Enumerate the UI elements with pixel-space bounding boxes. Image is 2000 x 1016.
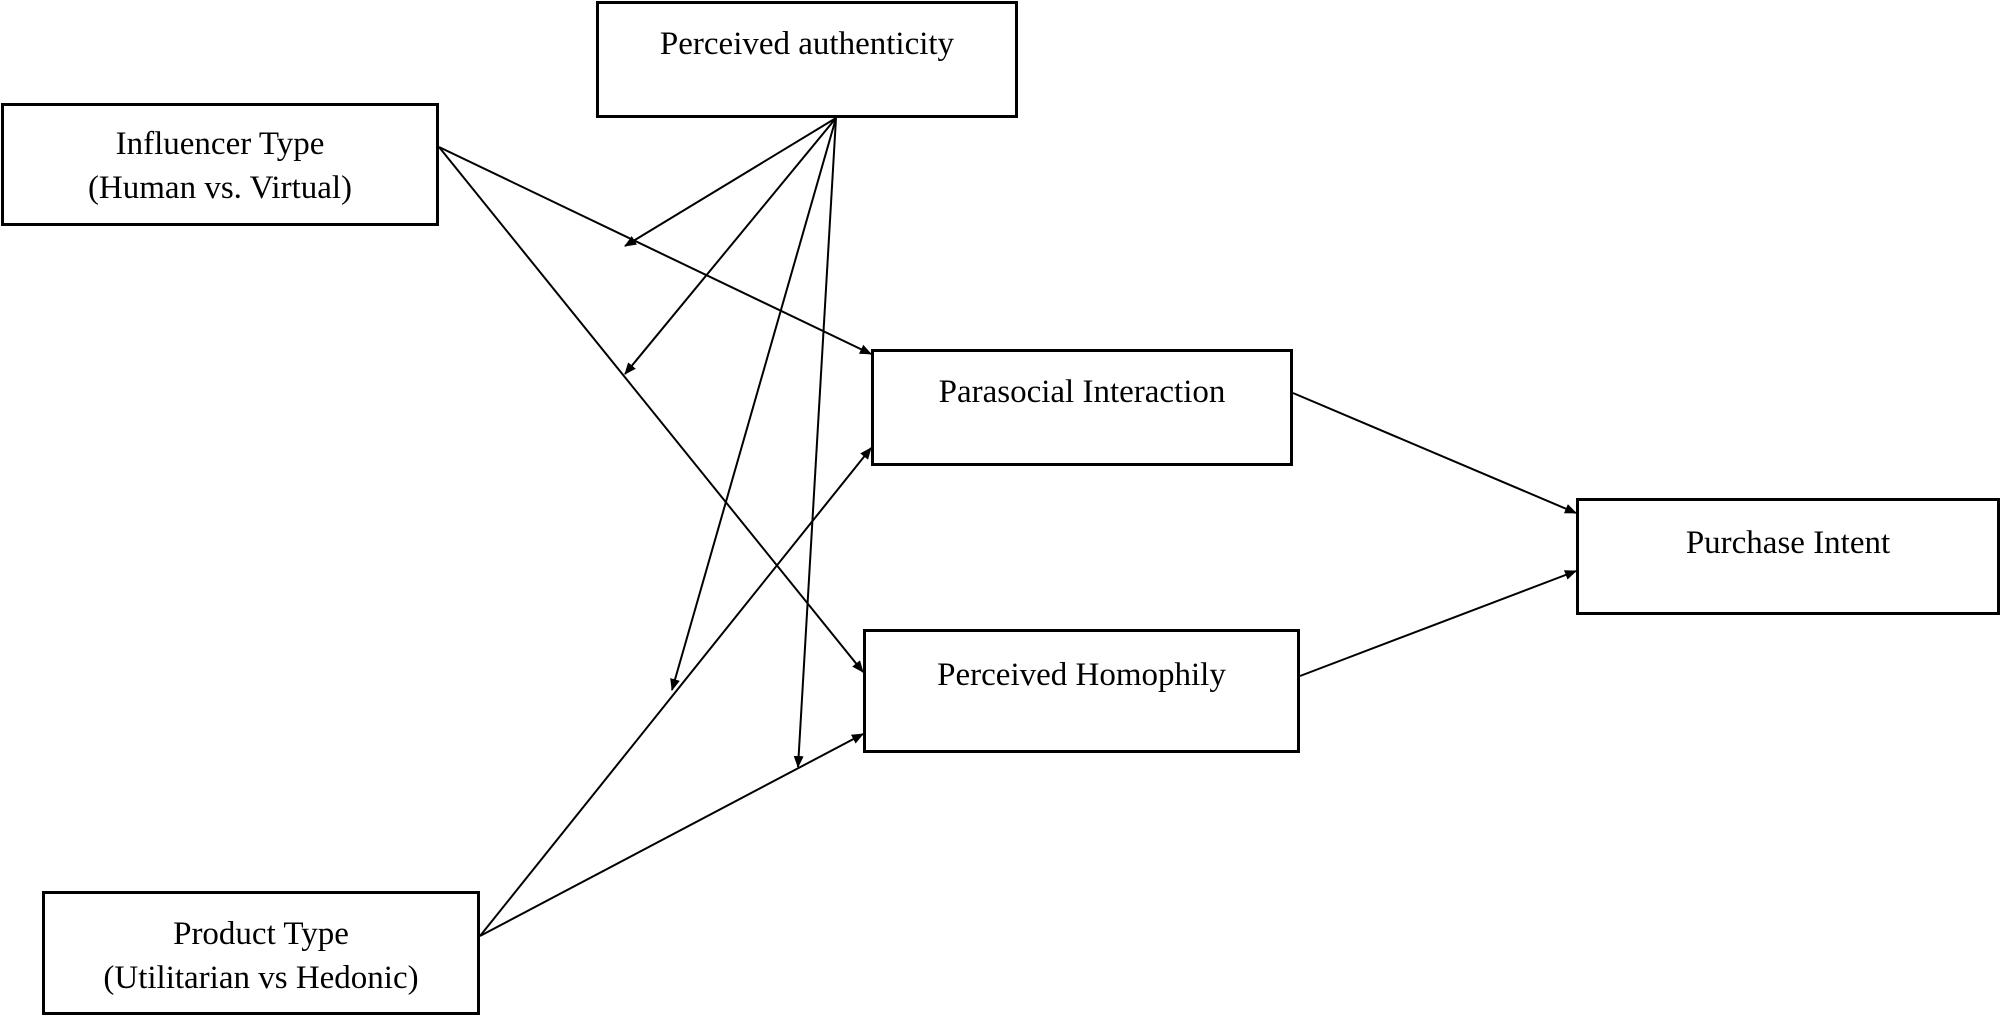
arrow-homophily-to-purchase xyxy=(1299,570,1577,677)
arrow-influencer-to-homophily xyxy=(438,146,864,673)
purchase-intent-label: Purchase Intent xyxy=(1685,525,1891,561)
product-type-sublabel: (Utilitarian vs Hedonic) xyxy=(103,960,419,996)
parasocial-interaction-box: Parasocial Interaction xyxy=(871,349,1293,466)
arrow-authenticity-moderates-influencer-homophily xyxy=(624,117,837,375)
purchase-intent-box: Purchase Intent xyxy=(1576,498,2000,615)
product-type-box: Product Type (Utilitarian vs Hedonic) xyxy=(42,891,480,1015)
arrow-parasocial-to-purchase xyxy=(1292,392,1577,514)
perceived-homophily-label: Perceived Homophily xyxy=(937,657,1226,693)
perceived-authenticity-label: Perceived authenticity xyxy=(659,26,955,62)
influencer-type-label: Influencer Type xyxy=(115,126,325,162)
arrow-authenticity-moderates-influencer-parasocial xyxy=(624,117,837,247)
perceived-homophily-box: Perceived Homophily xyxy=(863,629,1300,753)
arrow-authenticity-moderates-product-homophily xyxy=(793,117,837,768)
product-type-label: Product Type xyxy=(173,916,349,952)
arrow-product-to-parasocial xyxy=(479,447,872,937)
influencer-type-box: Influencer Type (Human vs. Virtual) xyxy=(1,103,439,226)
influencer-type-sublabel: (Human vs. Virtual) xyxy=(87,170,353,206)
arrow-influencer-to-parasocial xyxy=(438,146,872,355)
arrow-product-to-homophily xyxy=(479,733,864,937)
parasocial-interaction-label: Parasocial Interaction xyxy=(938,374,1226,410)
perceived-authenticity-box: Perceived authenticity xyxy=(596,1,1018,118)
arrow-authenticity-moderates-product-parasocial xyxy=(670,117,837,691)
